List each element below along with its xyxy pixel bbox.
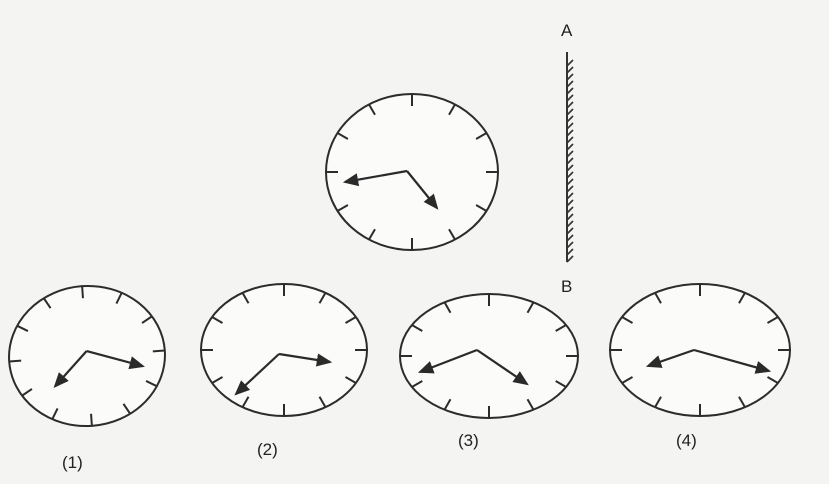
hour-tick [9, 361, 21, 362]
clock-face [326, 94, 498, 250]
option-label-2[interactable]: (2) [257, 440, 278, 459]
option-clock-4 [610, 284, 790, 416]
option-label-3[interactable]: (3) [458, 431, 479, 450]
hour-tick [153, 351, 165, 352]
clock-face [400, 294, 578, 418]
option-clock-3 [400, 294, 578, 418]
option-clock-1 [4, 281, 169, 432]
mirror-top-label: A [561, 21, 573, 40]
question-clock [326, 94, 498, 250]
clock-face [4, 281, 169, 432]
hour-tick [91, 414, 92, 426]
option-label-4[interactable]: (4) [676, 431, 697, 450]
option-clock-2 [201, 284, 367, 416]
clock-face [201, 284, 367, 416]
clock-face [610, 284, 790, 416]
hour-tick [82, 286, 83, 298]
mirror: A B [561, 21, 573, 296]
option-label-1[interactable]: (1) [62, 453, 83, 472]
mirror-bottom-label: B [561, 277, 572, 296]
